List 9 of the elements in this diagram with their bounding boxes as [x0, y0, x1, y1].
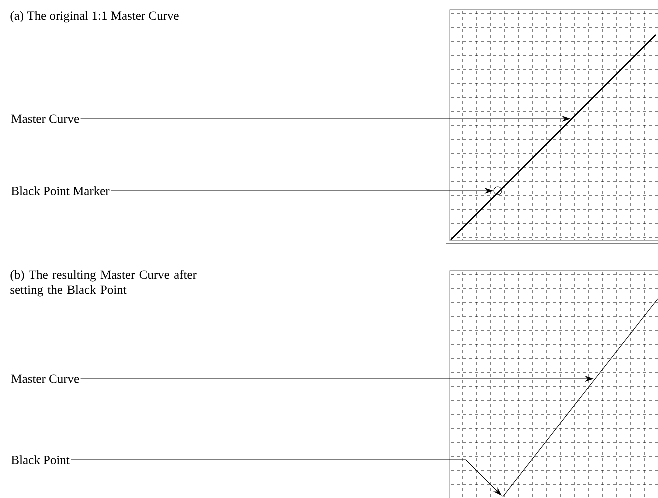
callout-label: Master Curve [12, 374, 80, 384]
panel-heading: (a) The original 1:1 Master Curve [10, 11, 179, 23]
callout-label: Black Point [12, 456, 70, 464]
master-curve [502, 298, 658, 498]
panel-heading: (b) The resulting Master Curve after setting the Black Point [10, 270, 197, 297]
leader-line [70, 460, 502, 496]
callout-label: Master Curve [12, 114, 80, 124]
master-curve [450, 34, 656, 240]
callout-label: Black Point Marker [12, 186, 110, 196]
